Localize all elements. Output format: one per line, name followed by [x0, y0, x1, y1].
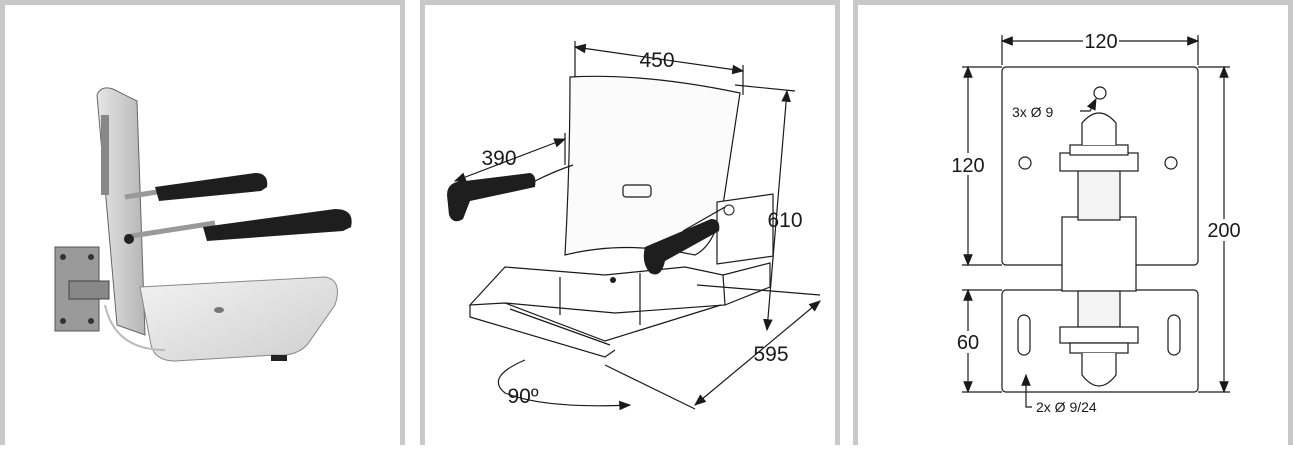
- seat-dimension-drawing: 450 390 610 595 90º: [447, 41, 821, 411]
- seat-frame: [468, 266, 726, 314]
- armrest-left: [447, 173, 536, 222]
- dim-rotation: 90º: [507, 385, 538, 408]
- slot-label: 2x Ø 9/24: [1036, 399, 1097, 415]
- armrest-right: [643, 219, 720, 275]
- seat-backrest: [564, 75, 741, 256]
- seat: [139, 276, 338, 362]
- shower-seat-photo: [54, 87, 352, 362]
- top-hole-label: 3x Ø 9: [1012, 104, 1053, 120]
- armrest-rear: [155, 173, 268, 201]
- photo-panel: [0, 0, 405, 445]
- dim-depth: 595: [753, 343, 788, 366]
- top-hole: [1093, 86, 1107, 100]
- dim-width: 450: [639, 49, 674, 72]
- dim-lower-plate-height: 60: [957, 332, 979, 354]
- dim-plate-width: 120: [1084, 31, 1117, 53]
- mounting-plate-drawing: 120 120 200 60 3x Ø 9 2x Ø 9/24: [950, 31, 1242, 415]
- seat-dimension-panel: 450 390 610 595 90º: [420, 0, 840, 445]
- dim-total-height: 200: [1207, 220, 1240, 242]
- slot-right: [1167, 314, 1181, 356]
- armrest-front: [203, 209, 352, 241]
- dim-upper-plate-height: 120: [951, 155, 984, 177]
- dim-backrest-height: 610: [767, 209, 802, 232]
- dim-armrest-length: 390: [481, 147, 516, 170]
- slot-left: [1017, 314, 1031, 356]
- mounting-plate-panel: 120 120 200 60 3x Ø 9 2x Ø 9/24: [853, 0, 1293, 445]
